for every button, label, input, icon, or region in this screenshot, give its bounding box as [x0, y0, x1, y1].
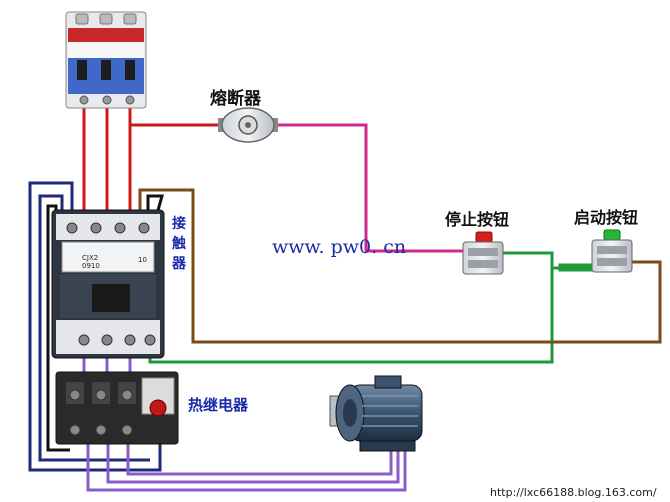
thermal-relay-label: 热继电器	[188, 396, 249, 414]
watermark: www. pw0. cn	[272, 236, 407, 258]
control-wire-stop-to-start	[503, 251, 597, 270]
fuse-icon	[218, 107, 278, 143]
stop-button-label: 停止按钮	[445, 210, 510, 229]
stop-button-icon	[462, 231, 504, 275]
contactor-contact: 10	[138, 256, 147, 264]
contactor-label: 接触器	[172, 216, 186, 272]
control-wire-to-fuse	[128, 122, 222, 127]
coil-wire-brown	[138, 188, 662, 344]
motor-icon	[329, 375, 423, 452]
fuse-label: 熔断器	[210, 89, 261, 109]
motor-wire-w	[126, 440, 393, 476]
aux-wire-navy-1	[28, 181, 162, 472]
motor-wire-u	[86, 440, 407, 492]
start-button-icon	[591, 229, 633, 273]
aux-wire-navy-2	[38, 194, 150, 462]
contactor-icon	[51, 209, 165, 359]
circuit-breaker-icon	[65, 11, 147, 109]
contactor-model: CJX2	[82, 254, 98, 262]
control-wire-fuse-to-stop	[275, 123, 463, 253]
motor-wire-v	[106, 440, 400, 484]
control-wire-start-hold	[148, 268, 554, 364]
start-button-label: 启动按钮	[574, 208, 639, 227]
blog-credit: http://lxc66188.blog.163.com/	[490, 486, 657, 499]
aux-wire-black	[46, 204, 70, 452]
wires	[28, 108, 662, 492]
contactor-number: 0910	[82, 262, 100, 270]
thermal-relay-icon	[55, 371, 179, 445]
